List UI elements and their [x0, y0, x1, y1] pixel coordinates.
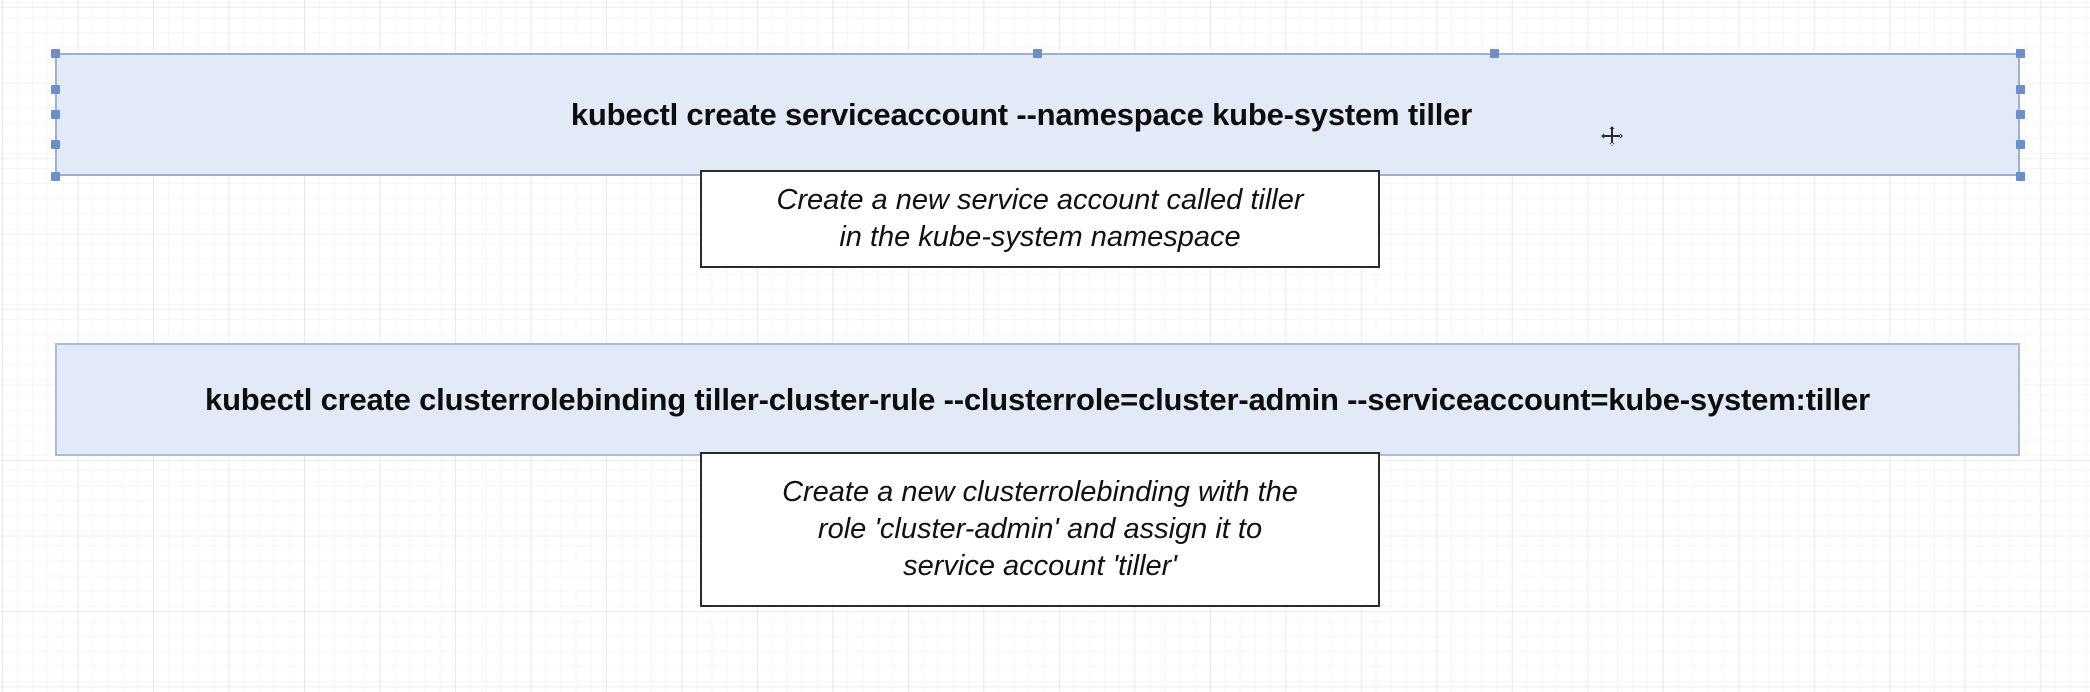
resize-handle-left-upper[interactable]	[50, 85, 60, 94]
resize-handle-top-quarter[interactable]	[1490, 48, 1499, 58]
command-shape-serviceaccount[interactable]: kubectl create serviceaccount --namespac…	[55, 53, 2020, 176]
annotation-box-clusterrolebinding[interactable]: Create a new clusterrolebinding with the…	[700, 452, 1380, 607]
annotation-box-serviceaccount[interactable]: Create a new service account called till…	[700, 170, 1380, 268]
command-text-serviceaccount: kubectl create serviceaccount --namespac…	[570, 96, 1473, 132]
resize-handle-right-upper[interactable]	[2015, 85, 2025, 94]
resize-handle-bottom-left[interactable]	[50, 171, 60, 181]
resize-handle-middle-right[interactable]	[2015, 110, 2025, 119]
resize-handle-right-lower[interactable]	[2015, 140, 2025, 149]
resize-handle-top-center[interactable]	[1032, 48, 1042, 58]
resize-handle-left-lower[interactable]	[50, 140, 60, 149]
resize-handle-top-right[interactable]	[2015, 48, 2025, 58]
annotation-text-clusterrolebinding: Create a new clusterrolebinding with the…	[782, 476, 1298, 582]
resize-handle-middle-left[interactable]	[50, 110, 60, 119]
resize-handle-top-left[interactable]	[50, 48, 60, 58]
command-text-clusterrolebinding: kubectl create clusterrolebinding tiller…	[205, 381, 1870, 417]
command-shape-clusterrolebinding[interactable]: kubectl create clusterrolebinding tiller…	[55, 343, 2020, 456]
resize-handle-bottom-right[interactable]	[2015, 171, 2025, 181]
annotation-text-serviceaccount: Create a new service account called till…	[776, 184, 1304, 253]
